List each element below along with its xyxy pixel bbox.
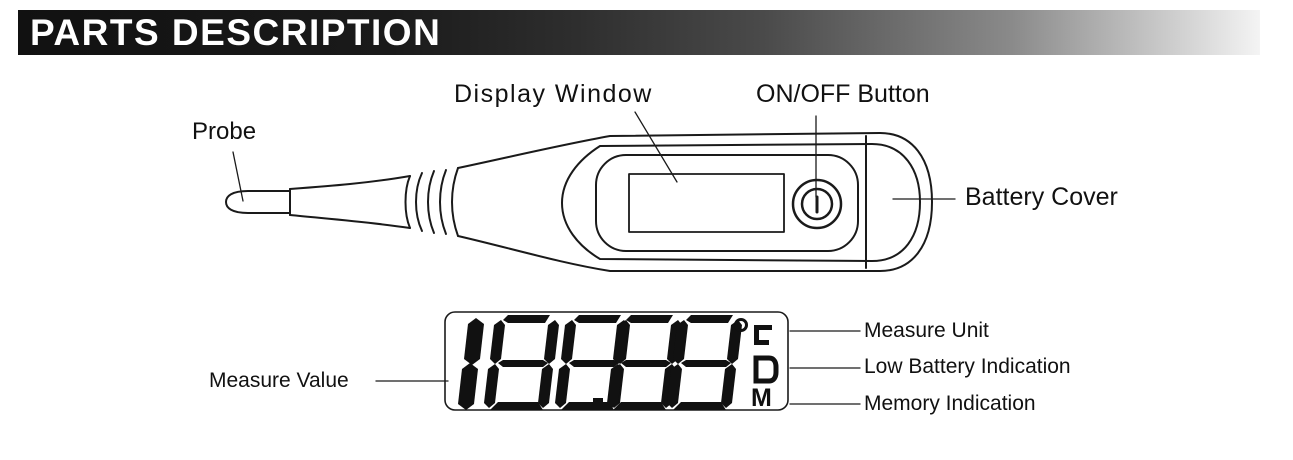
display-frame bbox=[595, 154, 859, 252]
on-off-button-label: ON/OFF Button bbox=[756, 80, 930, 108]
probe-shaft bbox=[289, 175, 411, 229]
memory-indication-label: Memory Indication bbox=[864, 392, 1036, 415]
degree-symbol bbox=[734, 318, 748, 332]
thermometer-bezel bbox=[561, 143, 921, 262]
display-window bbox=[628, 173, 785, 233]
probe-label: Probe bbox=[192, 118, 257, 145]
section-header-banner: PARTS DESCRIPTION bbox=[18, 10, 1260, 55]
lcd-digit-1 bbox=[458, 318, 484, 410]
display-window-label: Display Window bbox=[454, 80, 653, 108]
measure-unit-label: Measure Unit bbox=[864, 319, 989, 342]
probe-tip bbox=[225, 190, 291, 214]
lcd-decimal-point bbox=[593, 398, 603, 409]
on-off-button bbox=[791, 178, 843, 230]
memory-glyph: M bbox=[751, 384, 772, 412]
measure-value-digits bbox=[458, 315, 742, 410]
thermometer-body bbox=[457, 132, 933, 272]
lcd-digit-8 bbox=[484, 315, 559, 410]
power-icon-ring bbox=[800, 187, 834, 221]
unit-f-glyph bbox=[754, 325, 772, 345]
display-leader bbox=[634, 111, 678, 183]
section-title: PARTS DESCRIPTION bbox=[30, 12, 442, 53]
lcd-digit-8 bbox=[607, 315, 682, 410]
lcd-digit-8 bbox=[667, 315, 742, 410]
grip-rings bbox=[404, 167, 459, 237]
low-battery-icon bbox=[753, 355, 779, 384]
battery-cover-label: Battery Cover bbox=[965, 183, 1118, 211]
low-battery-label: Low Battery Indication bbox=[864, 355, 1071, 378]
measure-value-label: Measure Value bbox=[209, 369, 349, 392]
probe-leader bbox=[232, 151, 244, 202]
